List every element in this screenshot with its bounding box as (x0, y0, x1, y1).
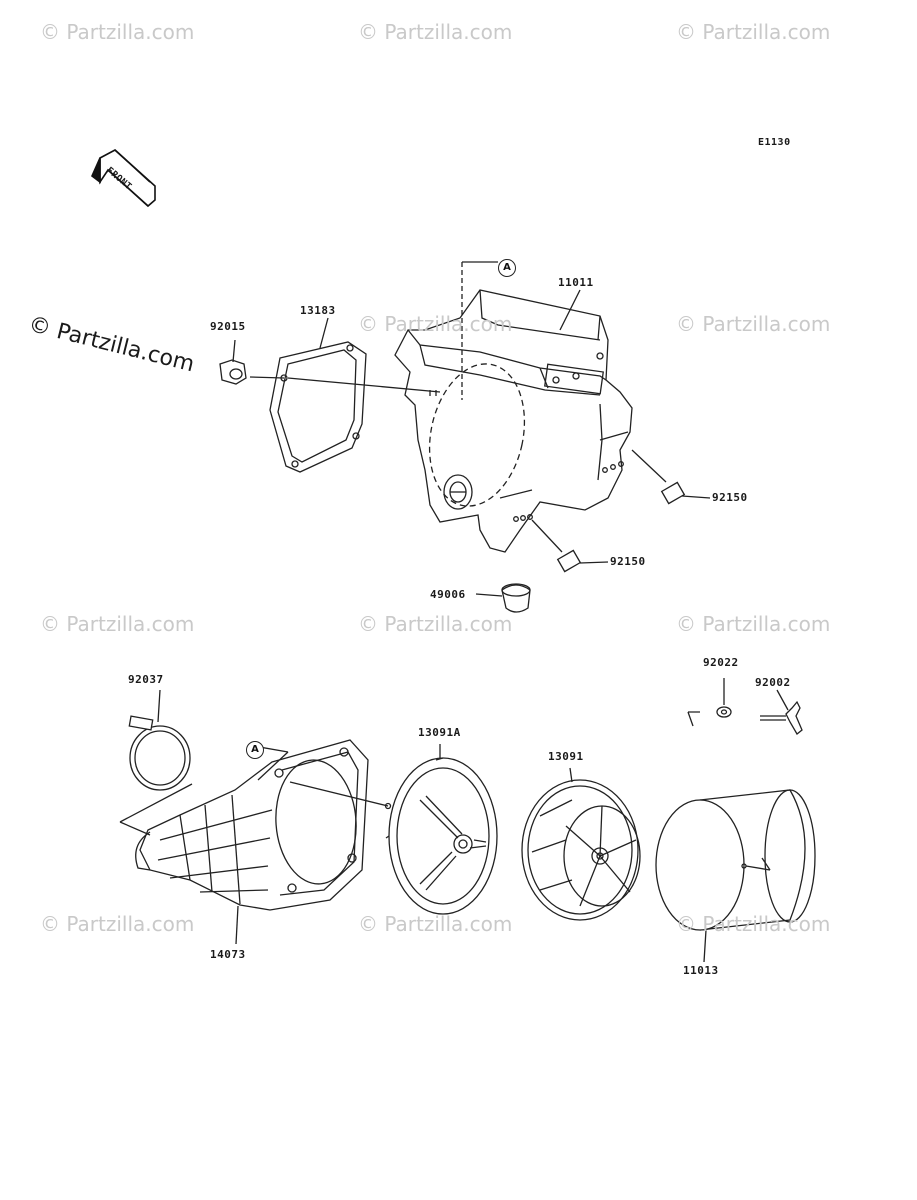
gasket-part (249, 317, 441, 473)
part-label-11013: 11013 (683, 964, 719, 977)
watermark: © Partzilla.com (358, 912, 513, 936)
bolt-part-lower (531, 519, 609, 573)
part-label-11011: 11011 (558, 276, 594, 289)
inlet-duct-part (119, 739, 369, 945)
part-label-92002: 92002 (755, 676, 791, 689)
callout-a-upper: A (498, 259, 516, 277)
clamp-part (128, 689, 191, 791)
watermark: © Partzilla.com (40, 20, 195, 44)
watermark: © Partzilla.com (676, 20, 831, 44)
diagram-code: E1130 (758, 137, 791, 148)
part-label-13183: 13183 (300, 304, 336, 317)
watermark: © Partzilla.com (676, 612, 831, 636)
front-arrow-icon (91, 149, 156, 208)
watermark: © Partzilla.com (40, 912, 195, 936)
washer-part (687, 678, 732, 727)
part-label-92015: 92015 (210, 320, 246, 333)
wing-bolt-part (760, 689, 803, 735)
watermark: © Partzilla.com (358, 20, 513, 44)
element-frame-part (521, 767, 641, 921)
watermark: © Partzilla.com (676, 312, 831, 336)
nut-part (219, 339, 247, 385)
part-label-92150-upper: 92150 (712, 491, 748, 504)
part-label-49006: 49006 (430, 588, 466, 601)
part-label-14073: 14073 (210, 948, 246, 961)
part-label-13091A: 13091A (418, 726, 461, 739)
element-holder-part (289, 744, 498, 915)
part-label-13091: 13091 (548, 750, 584, 763)
bolt-part-upper (631, 449, 711, 505)
part-label-92037: 92037 (128, 673, 164, 686)
callout-a-lower: A (246, 741, 264, 759)
part-label-92150-lower: 92150 (610, 555, 646, 568)
air-box-housing (394, 261, 633, 553)
air-filter-part (655, 789, 816, 963)
watermark: © Partzilla.com (676, 912, 831, 936)
watermark: © Partzilla.com (358, 612, 513, 636)
grommet-part (475, 583, 531, 613)
watermark: © Partzilla.com (358, 312, 513, 336)
watermark: © Partzilla.com (40, 612, 195, 636)
part-label-92022: 92022 (703, 656, 739, 669)
